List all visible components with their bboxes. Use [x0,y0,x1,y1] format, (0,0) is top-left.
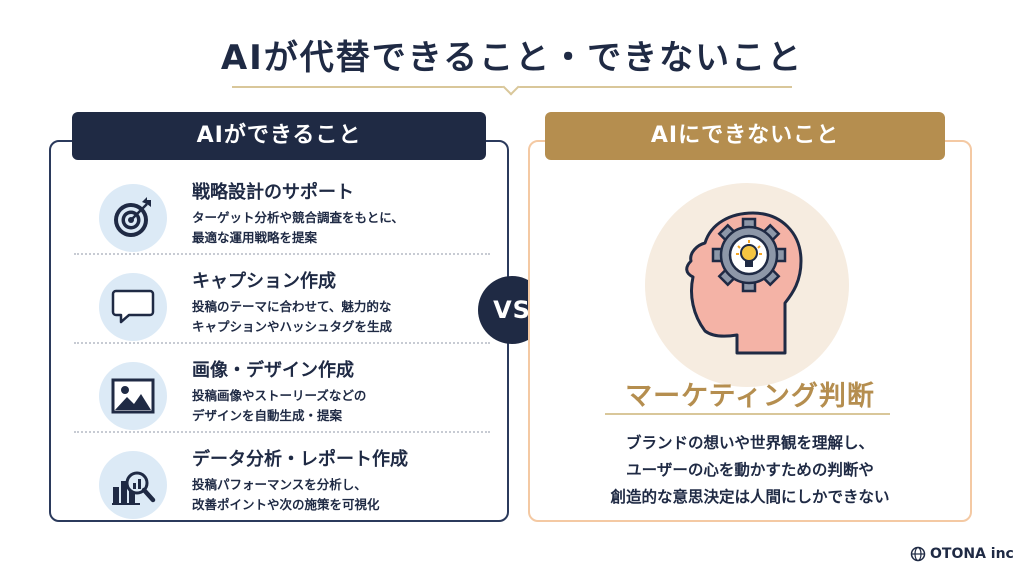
chart-magnifier-icon [99,451,167,519]
can-do-header: AIができること [72,112,486,160]
item-title: 戦略設計のサポート [192,182,354,203]
cannot-do-header: AIにできないこと [545,112,945,160]
can-do-item-caption: キャプション作成 投稿のテーマに合わせて、魅力的な キャプションやハッシュタグを… [99,267,489,347]
cannot-do-line-2: ユーザーの心を動かすための判断や [626,461,874,479]
item-description-line-2: キャプションやハッシュタグを生成 [192,319,393,334]
cannot-do-title: マーケティング判断 [625,381,875,412]
title-underline-notch [502,78,520,96]
item-description-line-2: 最適な運用戦略を提案 [192,230,318,245]
company-name: OTONA inc [930,546,1014,562]
can-do-item-analysis: データ分析・レポート作成 投稿パフォーマンスを分析し、 改善ポイントや次の施策を… [99,445,489,525]
cannot-do-title-underline [605,413,890,415]
item-description-line-2: 改善ポイントや次の施策を可視化 [192,497,380,512]
item-divider [74,253,490,255]
item-title: キャプション作成 [192,271,336,292]
item-description-line-1: 投稿画像やストーリーズなどの [192,388,367,403]
item-description: 投稿画像やストーリーズなどの デザインを自動生成・提案 [192,386,366,426]
item-title: データ分析・レポート作成 [192,449,408,470]
item-description-line-1: 投稿のテーマに合わせて、魅力的な [192,299,392,314]
page-title: AIが代替できること・できないこと [220,38,804,78]
cannot-do-line-3: 創造的な意思決定は人間にしかできない [610,488,890,506]
head-gear-bulb-icon [685,211,803,355]
speech-bubble-icon [99,273,167,341]
item-title: 画像・デザイン作成 [192,360,354,381]
can-do-item-design: 画像・デザイン作成 投稿画像やストーリーズなどの デザインを自動生成・提案 [99,356,489,436]
target-icon [99,184,167,252]
cannot-do-line-1: ブランドの想いや世界観を理解し、 [625,434,874,452]
cannot-do-description: ブランドの想いや世界観を理解し、 ユーザーの心を動かすための判断や 創造的な意思… [528,430,972,511]
item-description: ターゲット分析や競合調査をもとに、 最適な運用戦略を提案 [192,208,404,248]
item-description: 投稿パフォーマンスを分析し、 改善ポイントや次の施策を可視化 [192,475,380,515]
item-divider [74,342,490,344]
item-divider [74,431,490,433]
item-description-line-1: ターゲット分析や競合調査をもとに、 [192,210,404,225]
item-description: 投稿のテーマに合わせて、魅力的な キャプションやハッシュタグを生成 [192,297,392,337]
item-description-line-2: デザインを自動生成・提案 [192,408,343,423]
can-do-item-strategy: 戦略設計のサポート ターゲット分析や競合調査をもとに、 最適な運用戦略を提案 [99,178,489,258]
image-icon [99,362,167,430]
company-logo: OTONA inc [910,546,1014,562]
item-description-line-1: 投稿パフォーマンスを分析し、 [192,477,367,492]
globe-icon [910,546,926,562]
